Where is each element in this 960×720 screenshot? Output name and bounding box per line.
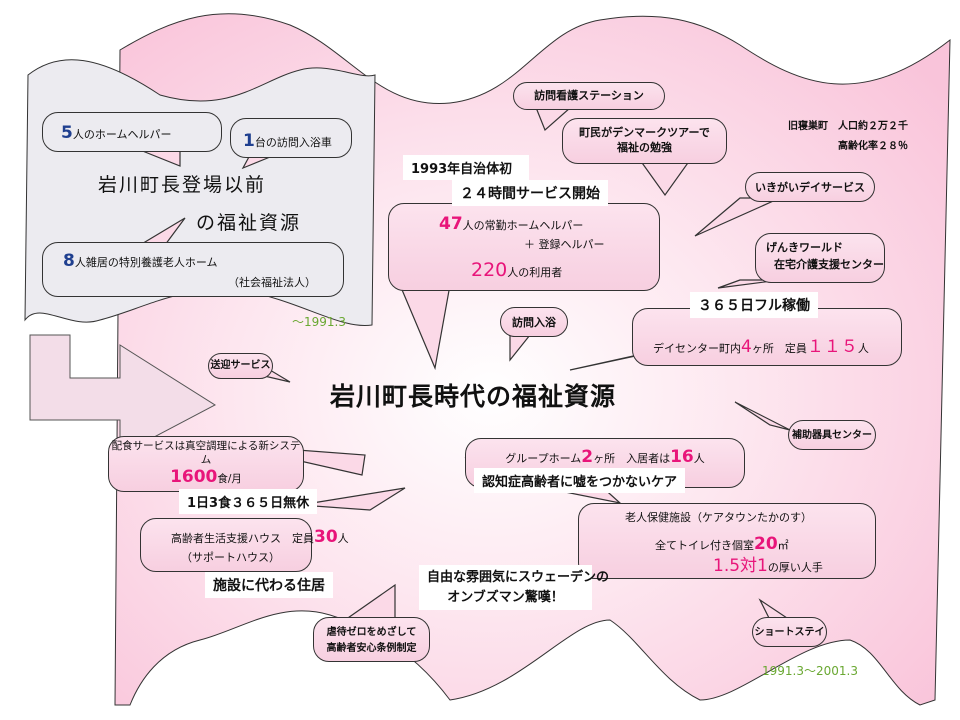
label-dementia-care: 認知症高齢者に嘘をつかないケア bbox=[474, 468, 686, 493]
sweden-line2: オンブズマン驚嘆！ bbox=[447, 589, 564, 605]
arrow-icon bbox=[29, 334, 216, 456]
support-house-capacity: 30 bbox=[314, 527, 338, 547]
callout-support-house: 高齢者生活支援ハウス 定員30人 （サポートハウス） bbox=[140, 518, 349, 572]
rouken-rooms: 全てトイレ付き個室 bbox=[655, 539, 754, 552]
helpers-text: 人のホームヘルパー bbox=[72, 128, 172, 141]
label-sweden-ombudsman: 自由な雰囲気にスウェーデンのオンブズマン驚嘆！ bbox=[419, 565, 610, 610]
genki-line1: げんきワールド bbox=[766, 241, 843, 254]
day-center-capacity: １１５ bbox=[806, 337, 858, 357]
callout-ikigai: いきがいデイサービス bbox=[745, 172, 875, 202]
fulltime-helpers-count: 47 bbox=[439, 214, 463, 234]
callout-24h-service: 47人の常勤ホームヘルパー ＋ 登録ヘルパー 220人の利用者 bbox=[388, 203, 660, 291]
town-info: 旧寝巣町 人口約２万２千高齢化率２８％ bbox=[788, 117, 908, 157]
abuse-line2: 高齢者安心条例制定 bbox=[326, 643, 417, 654]
rouken-staff-text: の厚い人手 bbox=[767, 561, 823, 574]
support-house-sub: （サポートハウス） bbox=[181, 551, 280, 564]
callout-home-helpers: 5人のホームヘルパー bbox=[42, 112, 222, 152]
rouken-name: 老人保健施設（ケアタウンたかのす） bbox=[625, 511, 812, 524]
group-home-text: グループホーム bbox=[505, 452, 582, 465]
town-population: 旧寝巣町 人口約２万２千 bbox=[788, 121, 908, 132]
denmark-line1: 町民がデンマークツアーで bbox=[579, 126, 710, 139]
town-aging-rate: 高齢化率２８％ bbox=[838, 141, 908, 152]
meals-unit: 食/月 bbox=[217, 473, 242, 486]
callout-bath-car: 1台の訪問入浴車 bbox=[230, 118, 352, 158]
callout-nursing-home: 8人雑居の特別養護老人ホーム （社会福祉法人） bbox=[42, 242, 344, 297]
callout-visit-nursing: 訪問看護ステーション bbox=[513, 82, 665, 110]
users-count: 220 bbox=[471, 259, 508, 281]
main-title: 岩川町長時代の福祉資源 bbox=[330, 382, 617, 411]
group-home-residents-label: ヶ所 入居者は bbox=[593, 452, 671, 465]
after-period: 1991.3～2001.3 bbox=[762, 664, 858, 678]
before-period: ～1991.3 bbox=[292, 315, 346, 329]
support-house-unit: 人 bbox=[337, 532, 349, 545]
day-center-text: デイセンター町内 bbox=[653, 342, 741, 355]
callout-meals: 配食サービスは真空調理による新システム 1600食/月 bbox=[108, 436, 304, 492]
sweden-line1: 自由な雰囲気にスウェーデンの bbox=[427, 570, 610, 585]
label-24h-start: ２４時間サービス開始 bbox=[452, 180, 608, 206]
label-3meals-365: 1日3食３６５日無休 bbox=[179, 489, 318, 514]
nursing-home-sub: （社会福祉法人） bbox=[228, 275, 316, 289]
label-housing-alternative: 施設に代わる住居 bbox=[205, 572, 333, 598]
day-center-unit: 人 bbox=[857, 342, 869, 355]
meals-text: 配食サービスは真空調理による新システム bbox=[111, 440, 301, 466]
support-house-text: 高齢者生活支援ハウス 定員 bbox=[171, 532, 314, 545]
bath-car-count: 1 bbox=[243, 131, 255, 151]
day-center-capacity-label: ヶ所 定員 bbox=[751, 342, 807, 355]
group-home-unit: 人 bbox=[693, 452, 705, 465]
nursing-home-text: 人雑居の特別養護老人ホーム bbox=[74, 256, 218, 269]
rouken-staff-ratio: 1.5対1 bbox=[713, 556, 768, 576]
label-1993-first: 1993年自治体初 bbox=[403, 155, 529, 180]
callout-denmark: 町民がデンマークツアーで福祉の勉強 bbox=[562, 118, 727, 164]
fulltime-helpers-text: 人の常勤ホームヘルパー bbox=[462, 219, 584, 232]
before-title-line2: の福祉資源 bbox=[196, 212, 302, 234]
callout-genki-world: げんきワールド在宅介護支援センター bbox=[755, 233, 885, 283]
meals-count: 1600 bbox=[170, 467, 218, 488]
helpers-count: 5 bbox=[61, 123, 73, 143]
callout-rouken: 老人保健施設（ケアタウンたかのす） 全てトイレ付き個室20㎡ 1.5対1の厚い人… bbox=[578, 503, 876, 579]
bath-car-text: 台の訪問入浴車 bbox=[254, 136, 332, 149]
users-text: 人の利用者 bbox=[507, 266, 563, 279]
callout-transport: 送迎サービス bbox=[208, 353, 273, 379]
callout-abuse-zero: 虐待ゼロをめざして高齢者安心条例制定 bbox=[313, 617, 430, 662]
rouken-room-unit: ㎡ bbox=[777, 539, 789, 552]
before-title-line1: 岩川町長登場以前 bbox=[98, 174, 267, 196]
group-home-residents: 16 bbox=[670, 447, 694, 467]
registered-helpers-text: ＋ 登録ヘルパー bbox=[524, 238, 605, 251]
label-365-full: ３６５日フル稼働 bbox=[690, 292, 818, 318]
callout-short-stay: ショートステイ bbox=[752, 617, 827, 647]
genki-line2: 在宅介護支援センター bbox=[774, 257, 884, 271]
callout-assistive-devices: 補助器具センター bbox=[788, 420, 876, 450]
nursing-home-count: 8 bbox=[63, 251, 75, 271]
callout-visit-bath: 訪問入浴 bbox=[500, 307, 568, 337]
rouken-room-size: 20 bbox=[754, 534, 778, 554]
day-center-count: 4 bbox=[741, 337, 752, 357]
group-home-count: 2 bbox=[581, 447, 594, 467]
denmark-line2: 福祉の勉強 bbox=[617, 141, 672, 155]
abuse-line1: 虐待ゼロをめざして bbox=[326, 627, 417, 638]
